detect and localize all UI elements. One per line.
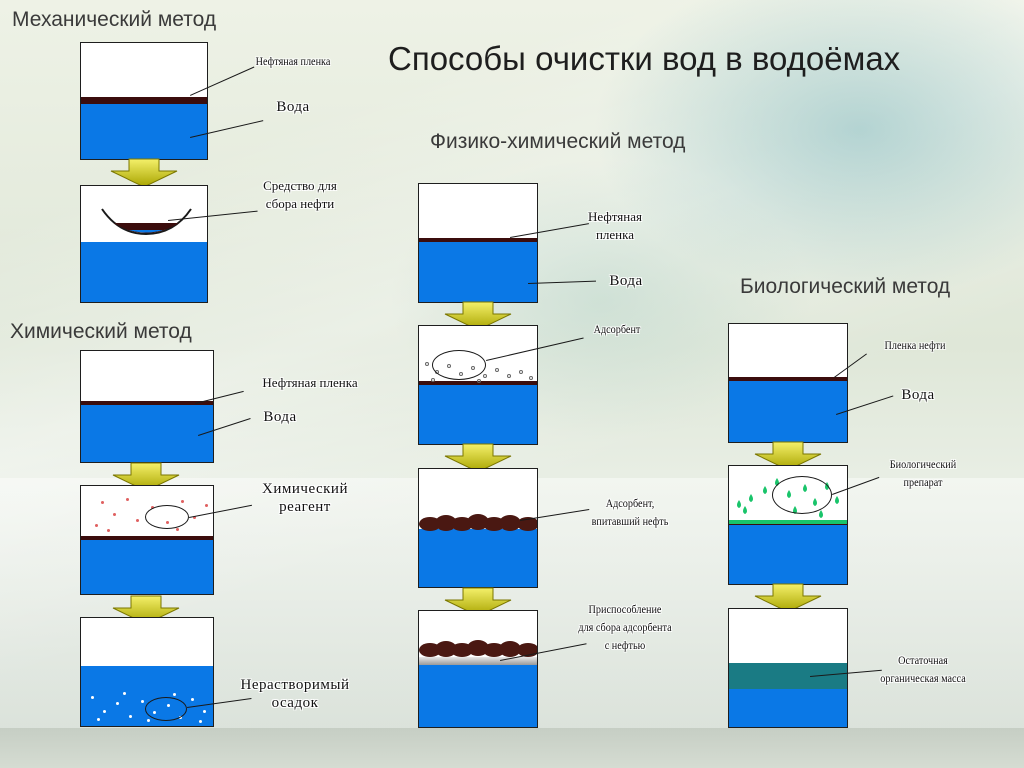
mechanical-method-heading: Механический метод [12, 8, 217, 31]
phys-adsorbent-label: Адсорбент [593, 322, 641, 336]
bio-residue-label: Остаточная органическая масса [880, 653, 966, 685]
bio-oil-film-label: Пленка нефти [884, 338, 946, 352]
mech-oil-film-label: Нефтяная пленка [255, 54, 331, 68]
oil-film [81, 401, 213, 407]
bio-step1-container [728, 323, 848, 443]
bio-prep-highlight-ellipse [772, 476, 832, 514]
water-layer [81, 242, 207, 302]
water-layer [81, 540, 213, 594]
phys-adsorbed-label: Адсорбент, впитавший нефть [591, 496, 669, 528]
oil-film [81, 97, 207, 104]
oil-collector-icon [101, 208, 192, 236]
water-layer [729, 525, 847, 584]
physchem-step2-container [418, 325, 538, 445]
page-title: Способы очистки вод в водоёмах [388, 40, 901, 77]
residue-layer [729, 663, 847, 689]
chemical-step2-container [80, 485, 214, 595]
phys-oil-film-label: Нефтяная пленка [588, 209, 642, 242]
water-layer [81, 666, 213, 726]
mech-water-label: Вода [276, 99, 310, 115]
mechanical-step2-container [80, 185, 208, 303]
bio-water-label: Вода [901, 387, 935, 403]
collector-tray [419, 657, 537, 665]
physchem-step3-container [418, 468, 538, 588]
bio-film [729, 520, 847, 524]
oil-film [419, 381, 537, 387]
chem-oil-film-label: Нефтяная пленка [262, 375, 358, 390]
phys-device-label: Приспособление для сбора адсорбента с не… [578, 602, 672, 652]
mechanical-step1-container [80, 42, 208, 160]
sediment-highlight-ellipse [145, 697, 187, 721]
pointer-line [528, 280, 596, 284]
chem-water-label: Вода [263, 409, 297, 425]
water-layer [419, 529, 537, 587]
water-layer [419, 385, 537, 444]
down-arrow [109, 158, 179, 188]
chem-sediment-label: Нерастворимый осадок [240, 677, 350, 711]
physchem-step1-container [418, 183, 538, 303]
physchem-step4-container [418, 610, 538, 728]
water-layer [419, 242, 537, 302]
mech-collector-label: Средство для сбора нефти [263, 178, 337, 211]
reagent-highlight-ellipse [145, 505, 189, 529]
chemical-method-heading: Химический метод [10, 320, 192, 343]
biological-method-heading: Биологический метод [740, 275, 951, 298]
water-layer [81, 104, 207, 159]
water-layer [729, 381, 847, 442]
water-layer [729, 687, 847, 727]
phys-water-label: Вода [609, 273, 643, 289]
bio-prep-label: Биологический препарат [889, 457, 957, 489]
background-footer-band [0, 728, 1024, 768]
chemical-step1-container [80, 350, 214, 463]
water-layer [419, 665, 537, 727]
chem-reagent-label: Химический реагент [262, 481, 348, 515]
oil-film [419, 238, 537, 244]
physchem-method-heading: Физико-химический метод [430, 130, 686, 153]
adsorbent-highlight-ellipse [432, 350, 486, 380]
water-layer [81, 405, 213, 462]
bio-step3-container [728, 608, 848, 728]
oil-film [81, 536, 213, 542]
oil-film [729, 377, 847, 383]
